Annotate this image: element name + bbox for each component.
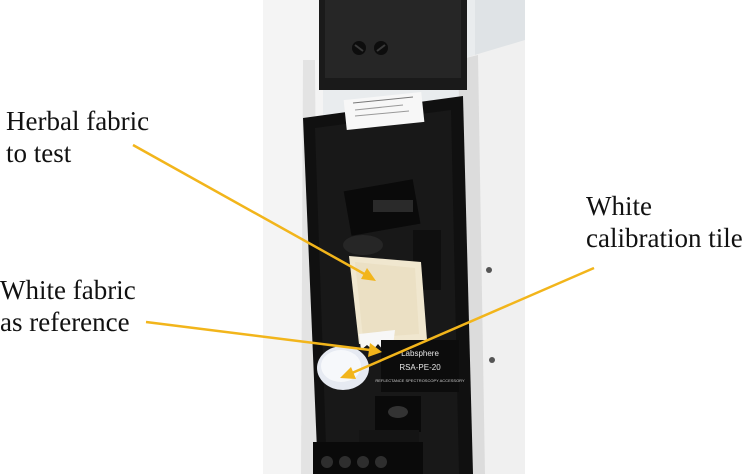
callout-tile-line1: White	[586, 191, 652, 221]
instrument-photo: Labsphere RSA-PE-20 REFLECTANCE SPECTROS…	[263, 0, 525, 474]
plate-caption: REFLECTANCE SPECTROSCOPY ACCESSORY	[375, 378, 465, 383]
callout-herbal-fabric: Herbal fabric to test	[6, 105, 149, 169]
calibration-tile-arrowhead	[340, 367, 356, 379]
callout-white-fabric-line1: White fabric	[0, 275, 136, 305]
callout-tile-line2: calibration tile	[586, 223, 743, 253]
callout-white-fabric: White fabric as reference	[0, 274, 136, 338]
callout-white-fabric-line2: as reference	[0, 307, 130, 337]
callout-herbal-line2: to test	[6, 138, 72, 168]
herbal-fabric-arrow	[132, 143, 369, 278]
herbal-fabric-arrowhead	[361, 268, 376, 281]
callout-calibration-tile: White calibration tile	[586, 190, 743, 254]
plate-brand: Labsphere	[401, 349, 439, 358]
white-fabric-arrow	[145, 320, 371, 352]
accessory-plate	[381, 340, 459, 392]
white-fabric-arrowhead	[368, 343, 382, 357]
plate-model: RSA-PE-20	[399, 363, 441, 372]
calibration-tile-arrow	[351, 266, 595, 375]
callout-herbal-line1: Herbal fabric	[6, 106, 150, 136]
